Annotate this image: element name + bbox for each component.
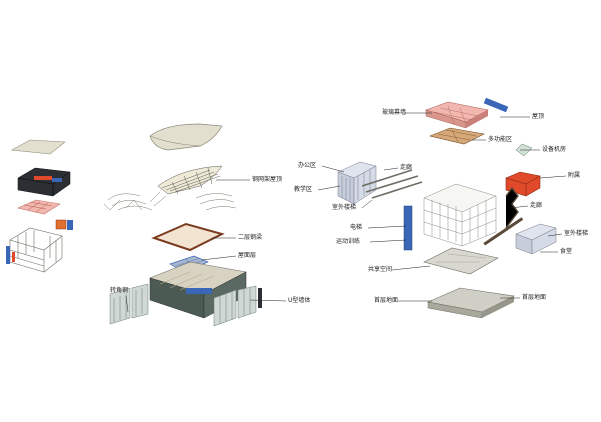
left-stack-orange-box: [55, 219, 67, 230]
left-stack-pink-slab: [17, 199, 61, 215]
left-stack-pink-grid: [23, 201, 53, 213]
label-teaching-area: 教学区: [294, 186, 313, 193]
mid-steel-grid-roof: [157, 165, 223, 195]
mid-glass-facade-right: [213, 285, 257, 327]
left-stack-blue-box: [67, 220, 73, 230]
right-aux-building: [515, 223, 557, 255]
label-auxiliary-building: 附属: [568, 172, 581, 179]
left-stack-frame: [9, 227, 63, 273]
right-elevator: [403, 205, 413, 251]
left-stack-dark-block: [17, 167, 71, 197]
right-wood-slab: [429, 127, 485, 145]
left-stack-blue-band: [52, 178, 62, 182]
right-equipment-room: [505, 171, 541, 197]
left-stack-red-post: [12, 252, 15, 262]
label-canteen: 食堂: [560, 248, 573, 255]
mid-dark-post: [258, 288, 262, 308]
label-public-space: 共享空间: [368, 266, 393, 273]
right-blue-beam: [483, 97, 509, 113]
mid-roof-shell: [149, 123, 223, 151]
mid-secondary-beam-frame: [151, 222, 225, 252]
label-sports-area: 运动训练: [336, 238, 361, 245]
label-steel-grid-roof: 钢网架屋顶: [252, 176, 283, 183]
label-equipment-room: 设备机房: [542, 146, 567, 153]
left-stack: [6, 139, 73, 273]
label-stage-floor: 屋面层: [238, 252, 257, 259]
label-multi-function-room: 多功能区: [488, 136, 513, 143]
right-corridor-bars: [361, 169, 423, 199]
label-elevator: 电梯: [350, 224, 363, 231]
left-stack-red-band: [34, 176, 52, 180]
label-roof-top: 屋顶: [532, 113, 545, 120]
left-stack-blue-post: [6, 246, 10, 264]
right-public-space: [423, 247, 499, 275]
right-stack: [337, 97, 557, 319]
label-outdoor-stair-1: 室外楼梯: [332, 204, 357, 211]
label-ground-slab: 首层地面: [374, 297, 399, 304]
label-glass-facade: 玻璃幕墙: [382, 109, 407, 116]
label-secondary-steel-beam: 二层钢梁: [238, 234, 263, 241]
label-corridor-1: 走廊: [400, 164, 413, 171]
label-corner-steel: 转角钢: [110, 287, 129, 294]
leader-lines: [125, 112, 567, 313]
left-stack-roof: [11, 139, 66, 155]
label-outdoor-stair-2: 室外楼梯: [564, 230, 589, 237]
label-ground-slab-right: 首层地面: [522, 294, 547, 301]
right-main-frame: [423, 183, 497, 247]
right-dark-beam: [483, 217, 524, 246]
mid-roof-shell-edge: [149, 135, 201, 147]
label-office-area: 办公区: [298, 162, 317, 169]
mid-glass-facade-left: [109, 283, 149, 325]
mid-trusses: [103, 191, 237, 211]
label-u-shaped-wall: U型墙体: [288, 297, 311, 304]
middle-stack: [103, 123, 262, 327]
label-corridor-2: 走廊: [530, 202, 543, 209]
